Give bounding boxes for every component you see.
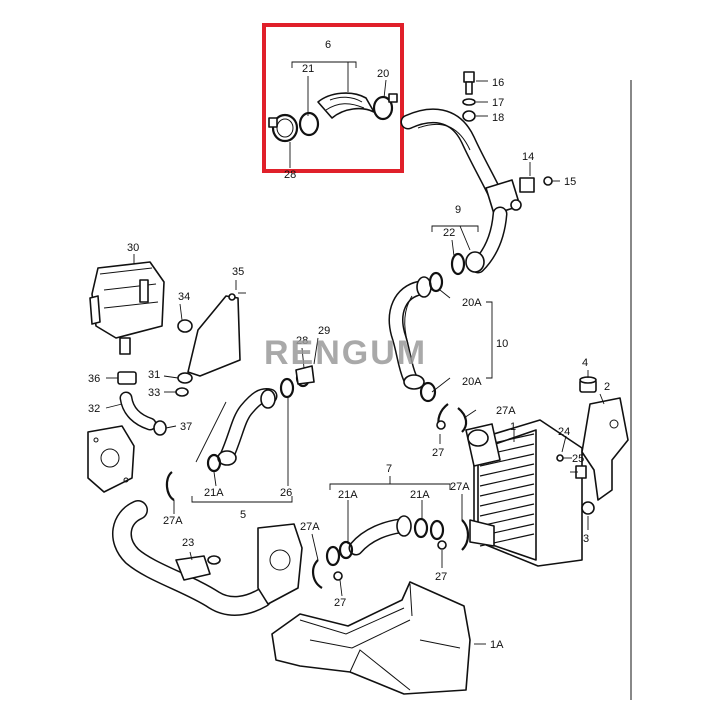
sensor-part [519, 162, 560, 193]
clamp-22 [450, 252, 466, 276]
bracket-left [177, 292, 246, 377]
air-duct-1A [271, 581, 471, 695]
label-6: 6 [325, 39, 331, 51]
bracket-9 [431, 225, 479, 232]
watermark-text: RENGUM [264, 334, 427, 372]
label-27-right: 27 [435, 571, 447, 583]
label-4: 4 [582, 357, 588, 369]
label-24: 24 [558, 426, 570, 438]
intercooler-fin [479, 493, 535, 507]
label-15: 15 [564, 176, 576, 188]
label-2: 2 [604, 381, 610, 393]
clamp-27A-upper [436, 403, 468, 433]
intercooler-1 [465, 419, 583, 567]
label-3: 3 [583, 533, 589, 545]
clamp-27A-left [165, 471, 175, 501]
label-21-top: 21 [302, 63, 314, 75]
intercooler-fin [479, 473, 535, 487]
hose-10 [388, 271, 493, 403]
label-21A-m2: 21A [410, 489, 430, 501]
label-16: 16 [492, 77, 504, 89]
label-21A-m1: 21A [338, 489, 358, 501]
label-37: 37 [180, 421, 192, 433]
label-5: 5 [240, 509, 246, 521]
label-21A-left: 21A [204, 487, 224, 499]
pipe-lower-left [112, 500, 272, 616]
label-18: 18 [492, 112, 504, 124]
label-29: 29 [318, 325, 330, 337]
hose-7 [312, 483, 470, 589]
label-17: 17 [492, 97, 504, 109]
label-27-1: 27 [432, 447, 444, 459]
label-36: 36 [88, 373, 100, 385]
label-27A-m: 27A [450, 481, 470, 493]
label-27-low: 27 [334, 597, 346, 609]
label-14: 14 [522, 151, 534, 163]
label-34: 34 [178, 291, 190, 303]
intercooler-fin [479, 453, 535, 467]
intercooler-fin [479, 483, 535, 497]
intercooler-fin [479, 503, 535, 517]
leader-lines [105, 61, 605, 645]
label-22: 22 [443, 227, 455, 239]
bracket-2 [556, 376, 629, 515]
label-27A-left: 27A [163, 515, 183, 527]
label-26: 26 [280, 487, 292, 499]
label-33: 33 [148, 387, 160, 399]
label-20A-1: 20A [462, 297, 482, 309]
label-20-top: 20 [377, 68, 389, 80]
label-35: 35 [232, 266, 244, 278]
label-32: 32 [88, 403, 100, 415]
label-1A: 1A [490, 639, 504, 651]
intercooler-fin [479, 463, 535, 477]
hose-5 [191, 365, 315, 503]
hose-assembly-6 [268, 92, 398, 143]
label-9: 9 [455, 204, 461, 216]
highlight-box [262, 23, 404, 173]
part-labels: 6 21 20 28 16 17 18 14 15 9 22 20A 10 20… [88, 39, 610, 651]
bolt-stack [462, 71, 488, 122]
label-23: 23 [182, 537, 194, 549]
label-27A-low: 27A [300, 521, 320, 533]
small-parts-left [117, 371, 193, 436]
label-27A-1: 27A [496, 405, 516, 417]
label-28-top: 28 [284, 169, 296, 181]
label-1: 1 [510, 421, 516, 433]
flange-left [87, 425, 135, 493]
label-20A-2: 20A [462, 376, 482, 388]
flange-center [257, 523, 303, 605]
reservoir-30 [89, 261, 165, 355]
label-28-mid: 28 [296, 335, 308, 347]
label-7: 7 [386, 463, 392, 475]
label-31: 31 [148, 369, 160, 381]
label-25: 25 [572, 453, 584, 465]
label-30: 30 [127, 242, 139, 254]
label-10: 10 [496, 338, 508, 350]
pipe-upper [400, 108, 522, 274]
